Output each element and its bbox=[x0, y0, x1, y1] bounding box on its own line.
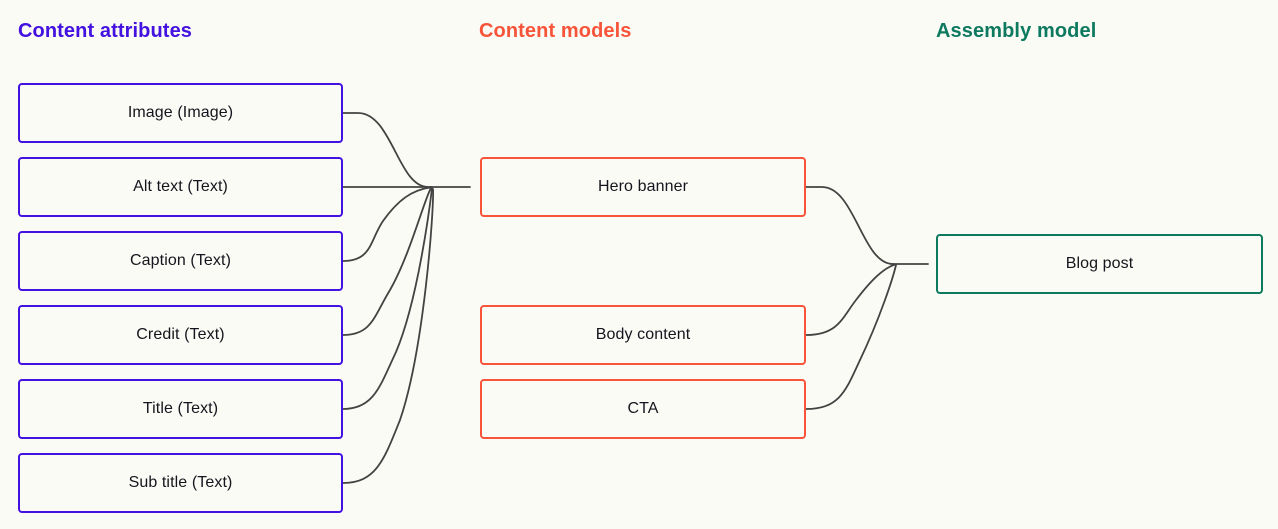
edge-subtitle-to-junction bbox=[342, 188, 434, 484]
node-caption[interactable]: Caption (Text) bbox=[18, 231, 343, 291]
node-sub-title[interactable]: Sub title (Text) bbox=[18, 453, 343, 513]
node-hero-banner[interactable]: Hero banner bbox=[480, 157, 806, 217]
edge-cta-to-junction bbox=[805, 264, 897, 410]
edge-credit-to-junction bbox=[342, 187, 432, 336]
edge-bodycontent-to-junction bbox=[805, 263, 896, 336]
node-title[interactable]: Title (Text) bbox=[18, 379, 343, 439]
column-title-assembly-model: Assembly model bbox=[936, 20, 1097, 42]
node-image[interactable]: Image (Image) bbox=[18, 83, 343, 143]
node-credit[interactable]: Credit (Text) bbox=[18, 305, 343, 365]
edge-image-to-junction bbox=[342, 112, 429, 188]
node-alt-text[interactable]: Alt text (Text) bbox=[18, 157, 343, 217]
edge-title-to-junction bbox=[342, 187, 433, 410]
edge-hero-to-junction bbox=[805, 186, 894, 265]
column-title-content-models: Content models bbox=[479, 20, 632, 42]
edge-caption-to-junction bbox=[342, 186, 431, 262]
node-cta[interactable]: CTA bbox=[480, 379, 806, 439]
node-body-content[interactable]: Body content bbox=[480, 305, 806, 365]
node-blog-post[interactable]: Blog post bbox=[936, 234, 1263, 294]
column-title-content-attributes: Content attributes bbox=[18, 20, 193, 42]
